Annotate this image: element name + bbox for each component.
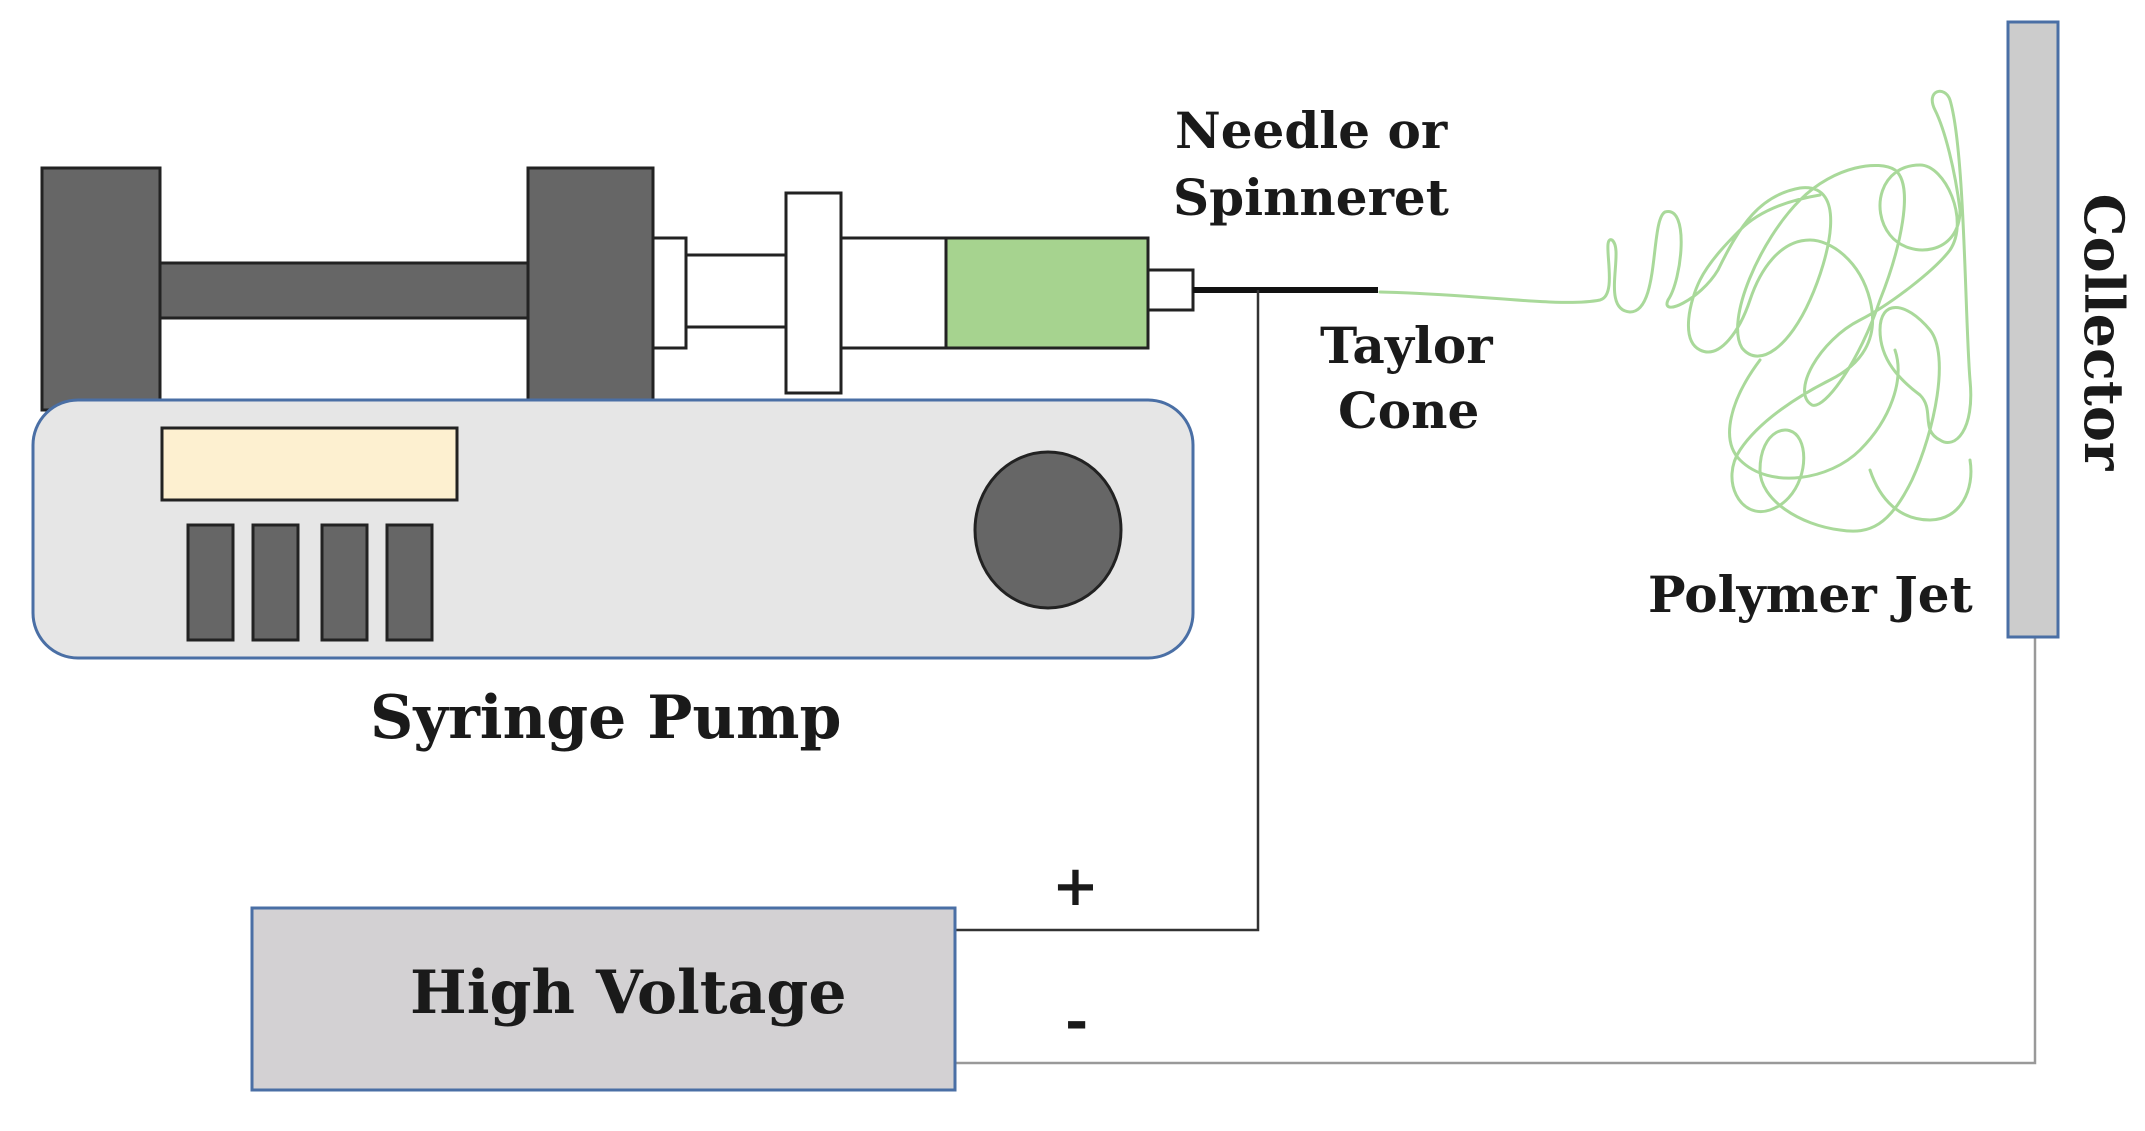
pump-right-block <box>526 166 655 412</box>
syringe-tip <box>1146 268 1195 312</box>
syringe-fluid <box>944 236 1150 350</box>
pump-display <box>160 426 459 502</box>
pump-button-2 <box>251 523 300 642</box>
syringe-pump-label: Syringe Pump <box>370 683 841 753</box>
polymer-jet-lower-loops <box>1728 348 1973 522</box>
spinneret-label: Spinneret <box>1173 168 1449 227</box>
syringe-flange <box>784 191 843 395</box>
needle-label: Needle or <box>1175 101 1448 160</box>
pump-knob <box>973 450 1123 610</box>
high-voltage-label: High Voltage <box>410 958 847 1028</box>
cone-label: Cone <box>1338 381 1479 440</box>
high-voltage-box <box>250 906 957 1092</box>
polymer-jet <box>1378 89 1973 533</box>
pump-button-1 <box>186 523 235 642</box>
pump-rod <box>158 261 530 320</box>
pump-button-4 <box>385 523 434 642</box>
polymer-jet-label: Polymer Jet <box>1648 565 1973 624</box>
positive-wire <box>955 290 1260 932</box>
taylor-label: Taylor <box>1320 316 1493 375</box>
pump-button-3 <box>320 523 369 642</box>
negative-wire <box>955 637 2037 1065</box>
collector-plate <box>2006 20 2060 639</box>
plus-label: + <box>1052 853 1099 919</box>
minus-label: - <box>1065 988 1088 1054</box>
syringe-plunger-cap <box>651 236 688 350</box>
syringe-barrel <box>839 236 948 350</box>
pump-left-block <box>40 166 162 412</box>
collector-label: Collector <box>2072 194 2136 471</box>
syringe-plunger-rod <box>684 253 788 329</box>
